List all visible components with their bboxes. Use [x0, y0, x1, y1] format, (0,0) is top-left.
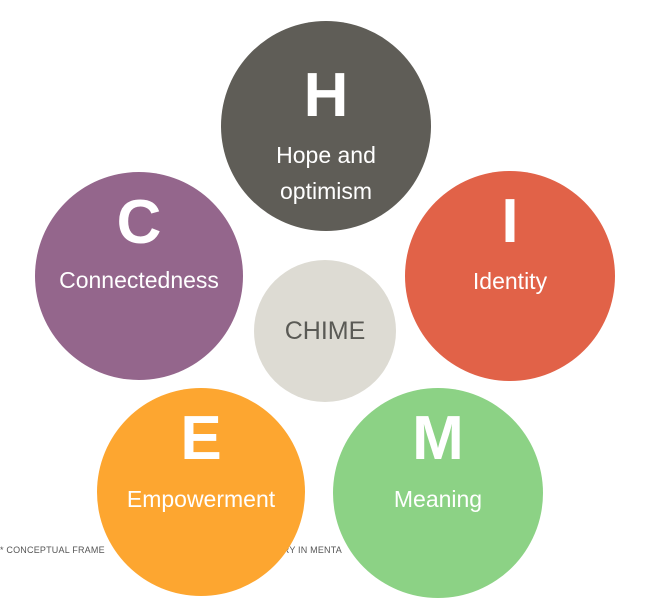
identity-letter: I	[501, 187, 519, 256]
meaning-letter: M	[412, 404, 464, 473]
footnote: * CONCEPTUAL FRAME RY IN MENTA	[0, 545, 342, 555]
connectedness-label: Connectedness	[59, 267, 219, 293]
footnote-start: * CONCEPTUAL FRAME	[0, 545, 105, 555]
hope-letter: H	[303, 61, 349, 130]
meaning-circle: M Meaning	[333, 388, 543, 598]
empowerment-label: Empowerment	[126, 486, 276, 512]
hope-label: Hope and optimism	[276, 142, 376, 204]
connectedness-letter: C	[116, 188, 162, 257]
chime-center-circle: CHIME	[254, 260, 396, 402]
identity-label: Identity	[472, 268, 548, 294]
footnote-end: RY IN MENTA	[282, 545, 342, 555]
hope-circle: H Hope and optimism	[221, 21, 431, 231]
chime-center-label: CHIME	[284, 317, 366, 345]
empowerment-letter: E	[180, 404, 222, 473]
empowerment-circle: E Empowerment	[97, 388, 305, 596]
meaning-label: Meaning	[393, 486, 483, 512]
connectedness-circle: C Connectedness	[35, 172, 243, 380]
identity-circle: I Identity	[405, 171, 615, 381]
